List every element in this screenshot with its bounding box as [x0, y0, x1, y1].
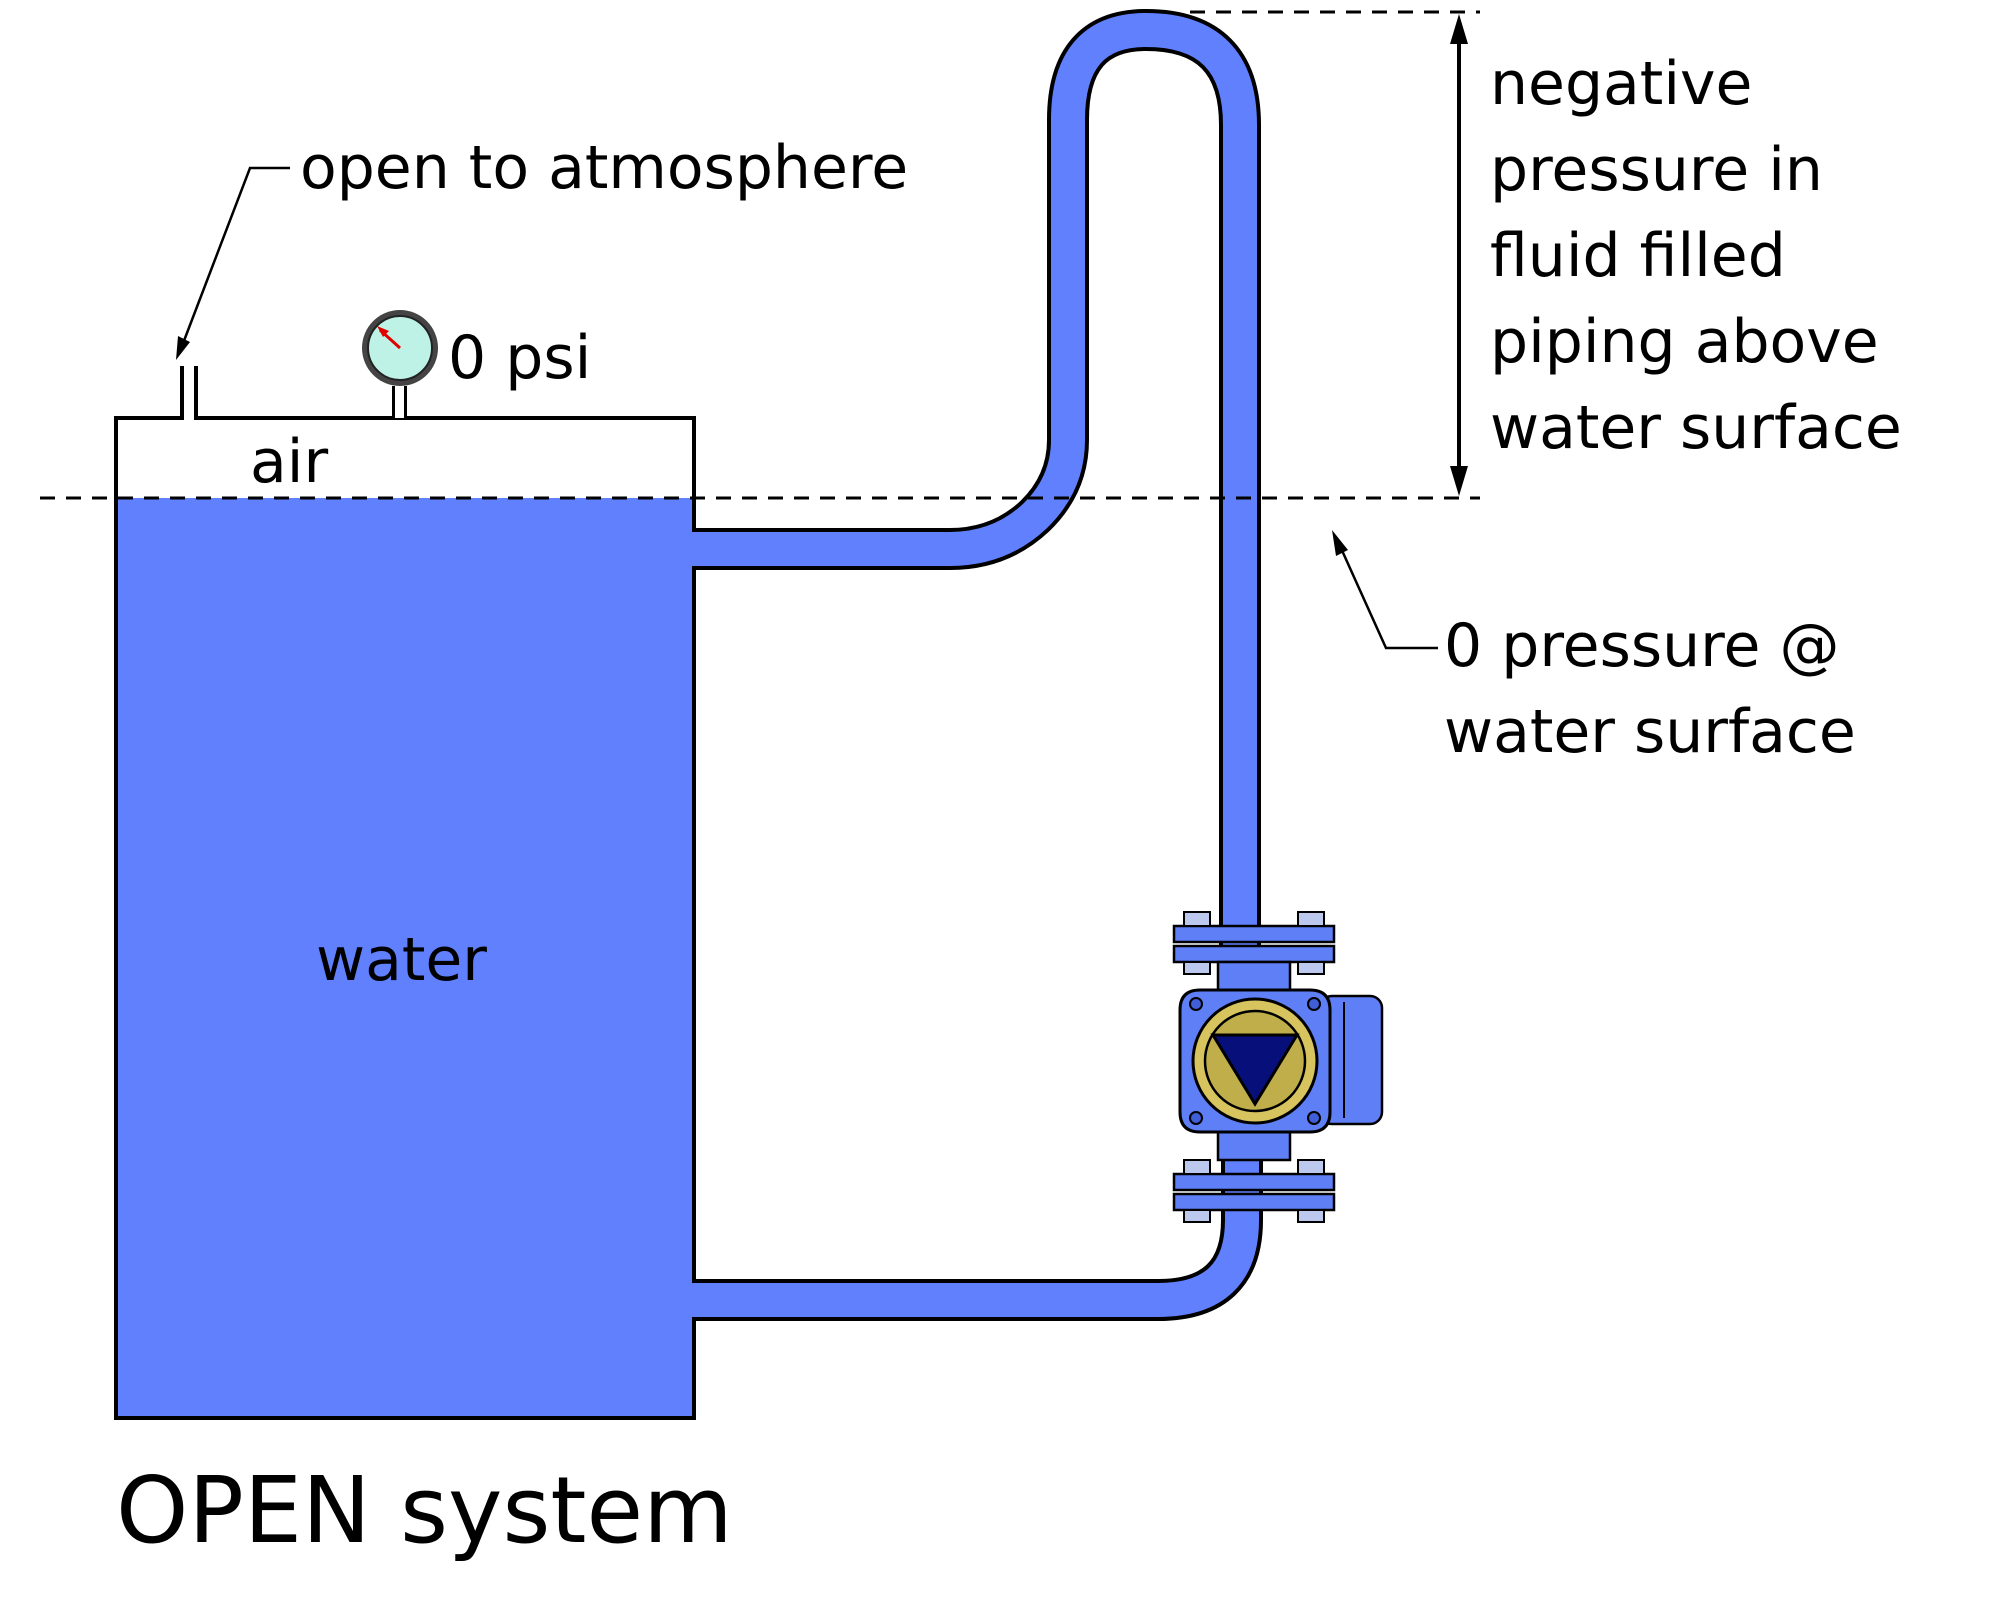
- negative-pressure-label: negative pressure in fluid filled piping…: [1490, 49, 1902, 463]
- dimension-arrow-up: [1450, 14, 1468, 44]
- vent-leader: [180, 166, 290, 347]
- dimension-arrow-down: [1450, 466, 1468, 496]
- upper-pipe-fill: [692, 13, 1257, 955]
- vent-callout: open to atmosphere: [176, 133, 908, 360]
- flow-direction-icon: [1210, 1033, 1300, 1107]
- tank-walls: [114, 366, 696, 1420]
- negative-pressure-dimension: [1450, 14, 1468, 496]
- tank-water: [116, 498, 694, 1418]
- vent-label: open to atmosphere: [300, 133, 908, 203]
- gauge-reading-label: 0 psi: [448, 323, 591, 393]
- piping: [692, 9, 1263, 1321]
- water-label: water: [316, 925, 487, 995]
- tank: [114, 366, 696, 1420]
- air-label: air: [250, 427, 328, 497]
- lower-pipe-outline: [692, 1160, 1263, 1321]
- pressure-gauge-icon: [362, 310, 438, 418]
- zero-pressure-label: 0 pressure @ water surface: [1444, 611, 1859, 767]
- zero-pressure-arrowhead: [1332, 530, 1348, 556]
- zero-pressure-callout: [1332, 530, 1438, 650]
- system-title: OPEN system: [116, 1457, 733, 1564]
- lower-pipe-fill: [692, 1160, 1259, 1317]
- circulator-pump-icon: [1172, 911, 1384, 1223]
- vent-arrowhead: [176, 336, 190, 360]
